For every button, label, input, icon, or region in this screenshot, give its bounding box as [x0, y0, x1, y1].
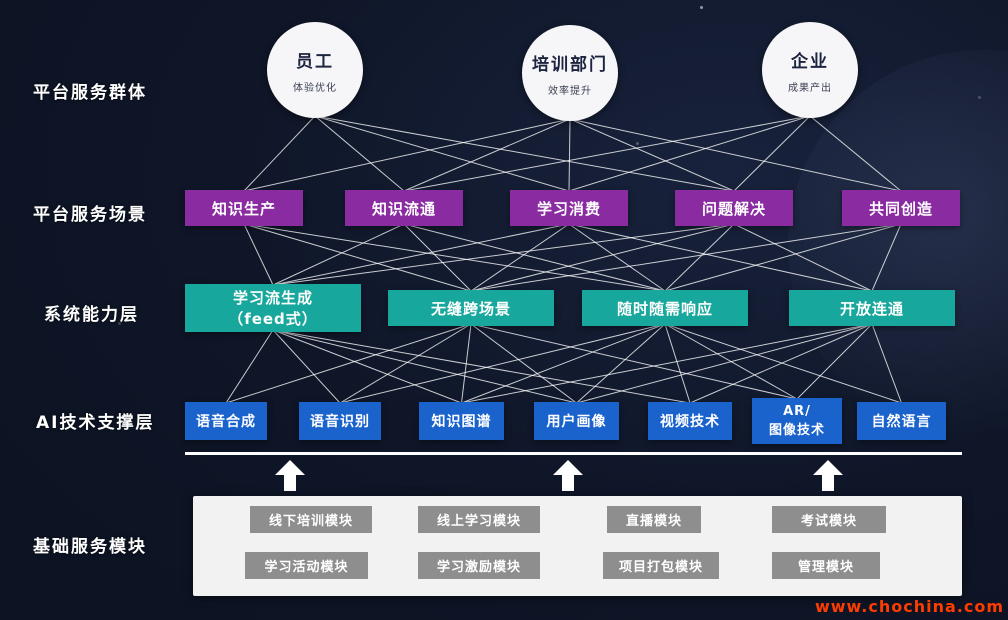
ai-video-tech: 视频技术 [648, 402, 732, 440]
group-node-enterprise: 企业 成果产出 [762, 22, 858, 118]
ai-ar-image: AR/ 图像技术 [752, 398, 842, 444]
group-title: 企业 [791, 51, 829, 72]
scenario-co-creation: 共同创造 [842, 190, 960, 226]
scenario-knowledge-circulation: 知识流通 [345, 190, 463, 226]
module-offline-training: 线下培训模块 [250, 506, 372, 533]
up-arrow-icon [553, 460, 583, 491]
star-dot [636, 142, 639, 145]
up-arrow-icon [275, 460, 305, 491]
ai-knowledge-graph: 知识图谱 [419, 402, 504, 440]
group-title: 员工 [296, 51, 334, 72]
capability-open-connect: 开放连通 [789, 290, 955, 326]
module-learning-incentive: 学习激励模块 [418, 552, 540, 579]
layer-label-base-modules: 基础服务模块 [33, 537, 147, 557]
star-dot [978, 96, 981, 99]
ai-speech-synthesis: 语音合成 [185, 402, 267, 440]
scenario-problem-solving: 问题解决 [675, 190, 793, 226]
group-subtitle: 体验优化 [293, 82, 337, 94]
group-node-training-dept: 培训部门 效率提升 [522, 25, 618, 121]
scenario-learning-consumption: 学习消费 [510, 190, 628, 226]
ai-user-profile: 用户画像 [534, 402, 619, 440]
capability-learning-feed: 学习流生成 （feed式） [185, 284, 361, 332]
module-learning-activity: 学习活动模块 [245, 552, 368, 579]
star-dot [118, 322, 121, 325]
module-live-streaming: 直播模块 [607, 506, 701, 533]
capability-on-demand: 随时随需响应 [582, 290, 748, 326]
base-modules-panel: 线下培训模块 线上学习模块 直播模块 考试模块 学习活动模块 学习激励模块 项目… [193, 496, 962, 596]
group-node-employee: 员工 体验优化 [267, 22, 363, 118]
up-arrow-icon [813, 460, 843, 491]
layer-label-service-groups: 平台服务群体 [33, 83, 147, 103]
scenario-knowledge-production: 知识生产 [185, 190, 303, 226]
module-online-learning: 线上学习模块 [418, 506, 540, 533]
capability-cross-scene: 无缝跨场景 [388, 290, 554, 326]
module-exam: 考试模块 [772, 506, 886, 533]
layer-label-ai-support: AI技术支撑层 [36, 413, 155, 433]
layer-label-system-capability: 系统能力层 [44, 305, 139, 325]
module-management: 管理模块 [772, 552, 880, 579]
star-dot [700, 6, 703, 9]
group-subtitle: 成果产出 [788, 82, 832, 94]
module-project-packaging: 项目打包模块 [603, 552, 719, 579]
ai-natural-language: 自然语言 [857, 402, 946, 440]
group-title: 培训部门 [532, 54, 608, 75]
divider-line [185, 452, 962, 455]
group-subtitle: 效率提升 [548, 85, 592, 97]
ai-speech-recognition: 语音识别 [299, 402, 381, 440]
layer-label-service-scenarios: 平台服务场景 [33, 205, 147, 225]
watermark-text: www.chochina.com [814, 597, 1004, 616]
